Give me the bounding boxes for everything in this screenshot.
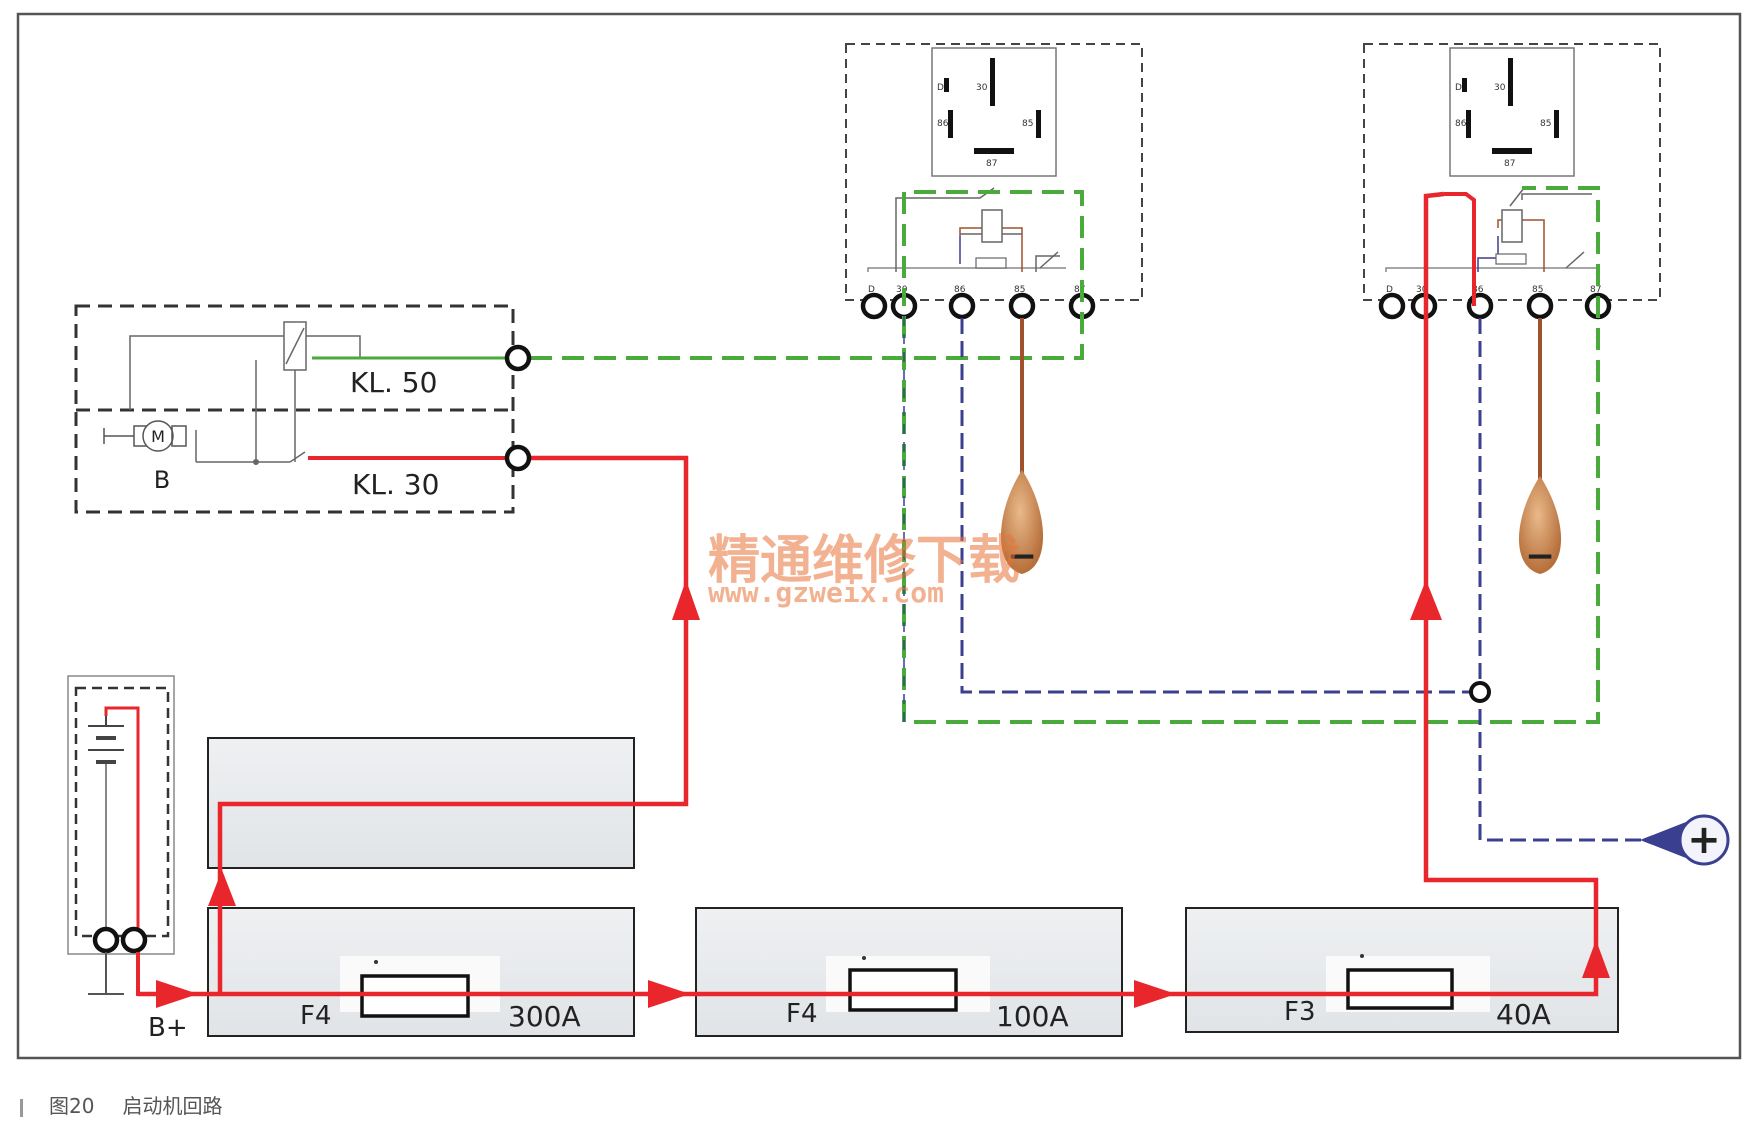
fuse-3-name: F3 [1284,997,1316,1027]
fuse-1-rating: 300A [508,1000,581,1033]
svg-text:87: 87 [1504,159,1515,169]
fuse-1-name: F4 [300,1001,332,1031]
ground-minus-2: − [1525,536,1555,577]
fuse-2-name: F4 [786,999,818,1029]
relay-1-pin-30: 30 [896,285,908,295]
watermark-url: www.gzweix.com [708,576,944,609]
relay-1-pin-d: D [868,285,875,295]
motor-label: M [151,427,165,446]
fuse-box-3: F3 40A [1185,907,1619,1033]
figure-number: 图20 [49,1094,95,1118]
relay-2-pin-85: 85 [1532,285,1543,295]
plus-supply-icon: + [1640,814,1730,866]
fuse-3-rating: 40A [1496,998,1551,1031]
starter-b-label: B [154,466,170,494]
diagram-frame [16,12,1742,1060]
kl30-label: KL. 30 [352,468,439,501]
relay-1-pin-87: 87 [1074,285,1085,295]
ground-minus-1: − [1007,536,1037,577]
fuse-box-2: F4 100A [695,907,1123,1037]
relay-2-pin-d: D [1386,285,1393,295]
relay-1-pin-86: 86 [954,285,966,295]
battery-block [67,675,220,996]
relay-2-pin-86: 86 [1472,285,1484,295]
relay-2-pin-87: 87 [1590,285,1601,295]
fuse-3-icon [1346,968,1454,1010]
relay-2: D 30 86 85 87 D 30 86 85 87 [1363,43,1661,320]
fuse-box-1: F4 300A [207,907,635,1037]
svg-text:30: 30 [976,83,988,93]
battery-icon [88,716,124,764]
ground-symbol-2: − [1518,476,1562,577]
relay-1-pin-85: 85 [1014,285,1025,295]
battery-ground-icon [88,952,124,995]
junction-point [1469,681,1491,703]
svg-text:D: D [1455,83,1462,93]
kl30-terminal [504,444,532,472]
relay-2-pin-30: 30 [1416,285,1428,295]
control-wires [960,318,1664,842]
relay-1: D 30 86 85 87 D 30 86 85 87 [845,43,1143,320]
power-wires [138,191,1599,997]
watermark-title: 精通维修下载 [708,530,1020,591]
plus-label: + [1687,817,1721,863]
svg-text:30: 30 [1494,83,1506,93]
ground-symbol-1: − [1000,470,1044,577]
svg-text:87: 87 [986,159,997,169]
motor-icon: M [103,420,187,452]
current-flow-arrows [156,580,1610,1008]
svg-text:86: 86 [1455,119,1467,129]
kl50-terminal [504,344,532,372]
figure-title: 启动机回路 [122,1094,223,1118]
caption-bar [20,1098,23,1117]
figure-caption: 图20 启动机回路 [20,1090,222,1119]
starter-motor-block: M B KL. 50 KL. 30 [74,304,516,514]
fuse-2-icon [848,968,958,1012]
fuse-2-rating: 100A [996,1000,1069,1033]
svg-text:D: D [937,83,944,93]
svg-text:85: 85 [1540,119,1551,129]
svg-text:85: 85 [1022,119,1033,129]
kl50-label: KL. 50 [350,366,437,399]
svg-text:86: 86 [937,119,949,129]
bplus-label: B+ [148,1013,188,1043]
